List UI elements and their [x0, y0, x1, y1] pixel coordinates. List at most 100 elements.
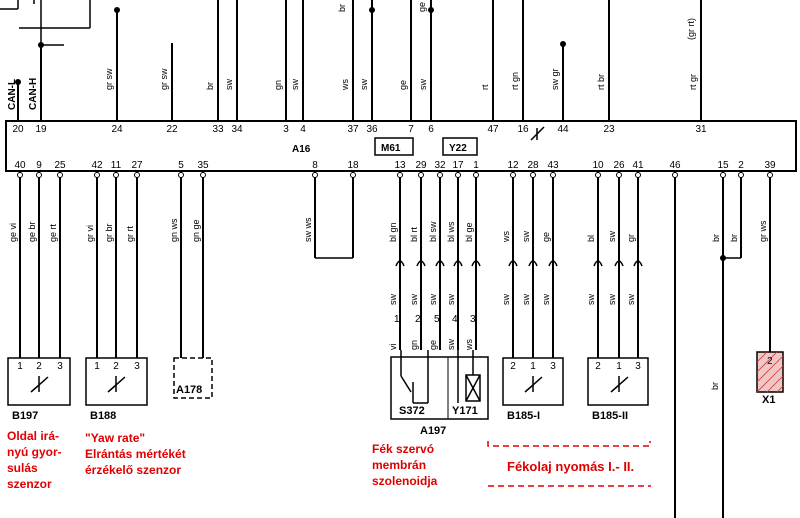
pin-terminal	[437, 172, 443, 178]
pin-number: 22	[166, 124, 178, 135]
wire-color-label: sw	[521, 231, 531, 243]
wire-color-label: gr ws	[758, 220, 768, 242]
pin-terminal	[635, 172, 641, 178]
annotation-a197: Fék szervó membrán szolenoidja	[372, 442, 438, 488]
wire-color-label: br	[337, 4, 347, 12]
wire-color-label: ge rt	[48, 223, 58, 242]
pin-number: 40	[14, 160, 26, 171]
pin-number: 27	[131, 160, 143, 171]
pin-number: 3	[57, 361, 63, 372]
can-l-label: CAN-L	[7, 79, 18, 110]
wire-color-label: rt gr	[688, 74, 698, 90]
pin-number: 17	[452, 160, 464, 171]
pin-number: 32	[434, 160, 446, 171]
pin-terminal	[720, 172, 726, 178]
pin-number: 2	[113, 361, 119, 372]
pin-number: 1	[394, 314, 400, 325]
wire-color-label: sw	[388, 294, 398, 306]
connector-arc	[435, 260, 445, 267]
wire-color-label: vi	[388, 344, 398, 351]
pin-number: 2	[415, 314, 421, 325]
a197-label: A197	[420, 425, 446, 437]
annotation-b197: Oldal irá- nyú gyor- sulás szenzor	[7, 429, 62, 491]
transistor-icon	[115, 376, 126, 386]
svg-text:sulás: sulás	[7, 461, 38, 475]
x1-label: X1	[762, 394, 775, 406]
annotation-b188: "Yaw rate" Elrántás mértékét érzékelő sz…	[85, 431, 186, 477]
wire-color-label: rt	[480, 84, 490, 90]
transistor-icon	[530, 126, 545, 141]
pin-number: 44	[557, 124, 569, 135]
pin-number: 43	[547, 160, 559, 171]
svg-text:Fék szervó: Fék szervó	[372, 442, 434, 456]
pin-terminal	[672, 172, 678, 178]
pin-number: 19	[35, 124, 47, 135]
pin-number: 31	[695, 124, 707, 135]
wire-color-label: sw	[359, 79, 369, 91]
pin-number: 20	[12, 124, 24, 135]
pin-number: 2	[510, 361, 516, 372]
pin-number: 37	[347, 124, 359, 135]
wire-color-label: sw	[586, 294, 596, 306]
bracket-b185	[487, 441, 651, 447]
pin-terminal	[200, 172, 206, 178]
wire-color-label: ws	[501, 231, 511, 243]
svg-text:szenzor: szenzor	[7, 477, 52, 491]
pin-number: 3	[134, 361, 140, 372]
sensor-label: B188	[90, 410, 116, 422]
annotation-b185: Fékolaj nyomás I.- II.	[507, 459, 634, 474]
pin-number: 26	[613, 160, 625, 171]
can-h-label: CAN-H	[28, 78, 39, 110]
pin-number: 13	[394, 160, 406, 171]
wire-color-label: gr	[626, 234, 636, 242]
wire-color-label: ws	[464, 339, 474, 351]
transistor-icon	[532, 376, 543, 386]
transistor-icon	[30, 384, 40, 393]
pin-terminal	[738, 172, 744, 178]
pin-number: 3	[470, 314, 476, 325]
connector-arc	[508, 260, 518, 267]
pin-terminal	[397, 172, 403, 178]
sensor-box	[587, 357, 649, 406]
a197-box	[390, 356, 489, 420]
pin-terminal	[36, 172, 42, 178]
wire-color-label: sw	[626, 294, 636, 306]
pin-terminal	[418, 172, 424, 178]
junction-dot	[15, 79, 21, 85]
pin-number: 39	[764, 160, 776, 171]
sensor-box	[85, 357, 148, 406]
svg-text:érzékelő szenzor: érzékelő szenzor	[85, 463, 181, 477]
pin-number: 15	[717, 160, 729, 171]
pin-number: 6	[428, 124, 434, 135]
module-label: A16	[292, 144, 311, 155]
wire-color-label: ge br	[27, 221, 37, 242]
pin-terminal	[178, 172, 184, 178]
transistor-icon	[610, 384, 620, 393]
wire-color-label: gn ws	[169, 218, 179, 242]
wire-color-label: gn	[409, 340, 419, 350]
wire-color-label: gr sw	[159, 68, 169, 90]
transistor-icon	[618, 376, 629, 386]
svg-text:nyú gyor-: nyú gyor-	[7, 445, 62, 459]
pin-number: 12	[507, 160, 519, 171]
pin-terminal	[530, 172, 536, 178]
wire-color-label: bl rt	[409, 226, 419, 242]
junction-dot	[560, 41, 566, 47]
wire-color-label: sw	[446, 294, 456, 306]
wire-color-label: br	[710, 382, 720, 390]
connector-arc	[453, 260, 463, 267]
x1-hatch	[756, 351, 784, 393]
pin-number: 11	[111, 160, 122, 171]
pin-number: 41	[632, 160, 644, 171]
wire-color-label: br	[205, 82, 215, 90]
connector-arc	[593, 260, 603, 267]
pin-number: 1	[94, 361, 100, 372]
pin-number: 1	[473, 160, 479, 171]
sensor-label: B185-II	[592, 410, 628, 422]
pin-number: 8	[312, 160, 318, 171]
connector-arc	[528, 260, 538, 267]
pin-number: 10	[592, 160, 604, 171]
pin-number: 28	[527, 160, 539, 171]
